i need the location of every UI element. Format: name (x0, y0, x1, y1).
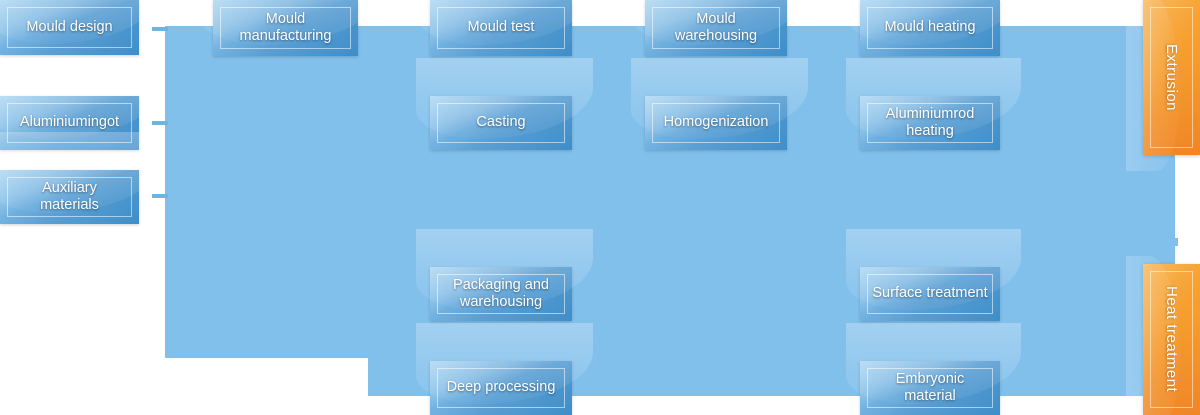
connector-mould-design (152, 27, 168, 31)
connector-aluminium-ingot (152, 121, 168, 125)
node-label: Surface treatment (872, 285, 988, 302)
node-label: Mould test (467, 19, 535, 36)
node-label: Embryonic material (895, 370, 965, 404)
node-surface-treatment[interactable]: Surface treatment (846, 229, 1021, 321)
stage-label: Extrusion (1163, 43, 1180, 112)
node-aluminiumrod-heating[interactable]: Aluminiumrod heating (846, 58, 1021, 150)
node-mould-warehousing[interactable]: Mould warehousing (630, 0, 809, 56)
node-mould-design[interactable]: Mould design (0, 0, 160, 55)
stub-extrusion-return (1172, 238, 1178, 246)
node-mould-heating[interactable]: Mould heating (846, 0, 1021, 56)
node-label: Mould design (26, 18, 113, 35)
node-deep-processing[interactable]: Deep processing (415, 323, 594, 415)
node-homogenization[interactable]: Homogenization (630, 58, 809, 150)
node-embryonic-material[interactable]: Embryonic material (846, 323, 1021, 415)
node-label: Mould heating (884, 19, 976, 36)
node-mould-test[interactable]: Mould test (415, 0, 594, 56)
node-label: Auxiliary materials (40, 179, 99, 213)
stage-heat-treatment[interactable]: Heat treatment (1125, 256, 1200, 415)
node-label: Mould manufacturing (239, 10, 332, 44)
node-label: Mould warehousing (674, 10, 758, 44)
stage-extrusion[interactable]: Extrusion (1125, 0, 1200, 171)
node-packaging-and-warehousing[interactable]: Packaging and warehousing (415, 229, 594, 321)
node-label: Aluminiumingot (19, 114, 120, 131)
node-casting[interactable]: Casting (415, 58, 594, 150)
connector-auxiliary-materials (152, 194, 168, 198)
node-auxiliary-materials[interactable]: Auxiliary materials (0, 132, 160, 224)
node-label: Packaging and warehousing (453, 276, 549, 310)
node-aluminium-ingot[interactable]: Aluminiumingot (0, 58, 160, 150)
node-label: Casting (476, 114, 526, 131)
stage-label: Heat treatment (1163, 286, 1180, 393)
node-label: Aluminiumrod heating (885, 105, 975, 139)
node-label: Homogenization (663, 114, 769, 131)
backdrop-panel-main (165, 26, 1175, 358)
node-mould-manufacturing[interactable]: Mould manufacturing (198, 0, 380, 56)
node-label: Deep processing (446, 379, 556, 396)
